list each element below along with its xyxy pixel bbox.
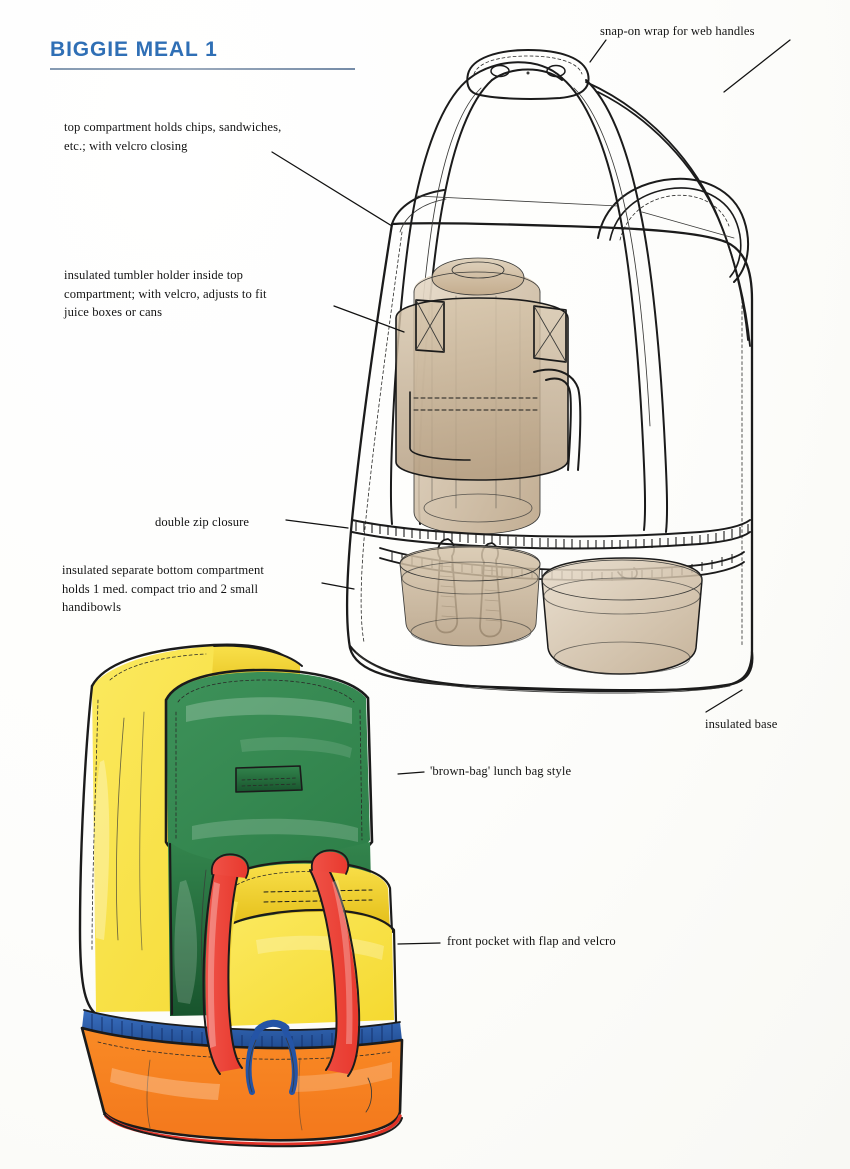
bottom-containers — [399, 545, 703, 675]
callout-snap-on-wrap: snap-on wrap for web handles — [600, 24, 755, 38]
leader-double-zip — [285, 519, 349, 529]
leader-snap-on-wrap-2 — [723, 39, 791, 93]
leader-bottom-compartment — [321, 582, 355, 590]
leader-insulated-base — [705, 689, 743, 713]
leader-tumbler-holder — [333, 305, 405, 333]
callout-tumbler-holder: insulated tumbler holder inside top comp… — [64, 268, 267, 320]
illustration-color-rendering — [78, 643, 404, 1148]
page-title: BIGGIE MEAL 1 — [50, 38, 218, 61]
leader-brown-bag — [397, 771, 425, 775]
tumbler-holder-pocket — [395, 297, 569, 481]
callout-front-pocket: front pocket with flap and velcro — [447, 934, 616, 948]
title-underline-rule — [50, 68, 355, 70]
leader-top-compartment — [271, 151, 393, 227]
illustration-technical-line-drawing — [345, 49, 754, 694]
leader-front-pocket — [397, 942, 441, 945]
callout-brown-bag-style: 'brown-bag' lunch bag style — [430, 764, 572, 778]
callout-bottom-compartment: insulated separate bottom compartment ho… — [62, 563, 264, 615]
callout-top-compartment: top compartment holds chips, sandwiches,… — [64, 120, 282, 153]
callout-double-zip: double zip closure — [155, 515, 250, 529]
leader-snap-on-wrap — [589, 39, 607, 63]
callout-insulated-base: insulated base — [705, 717, 778, 731]
